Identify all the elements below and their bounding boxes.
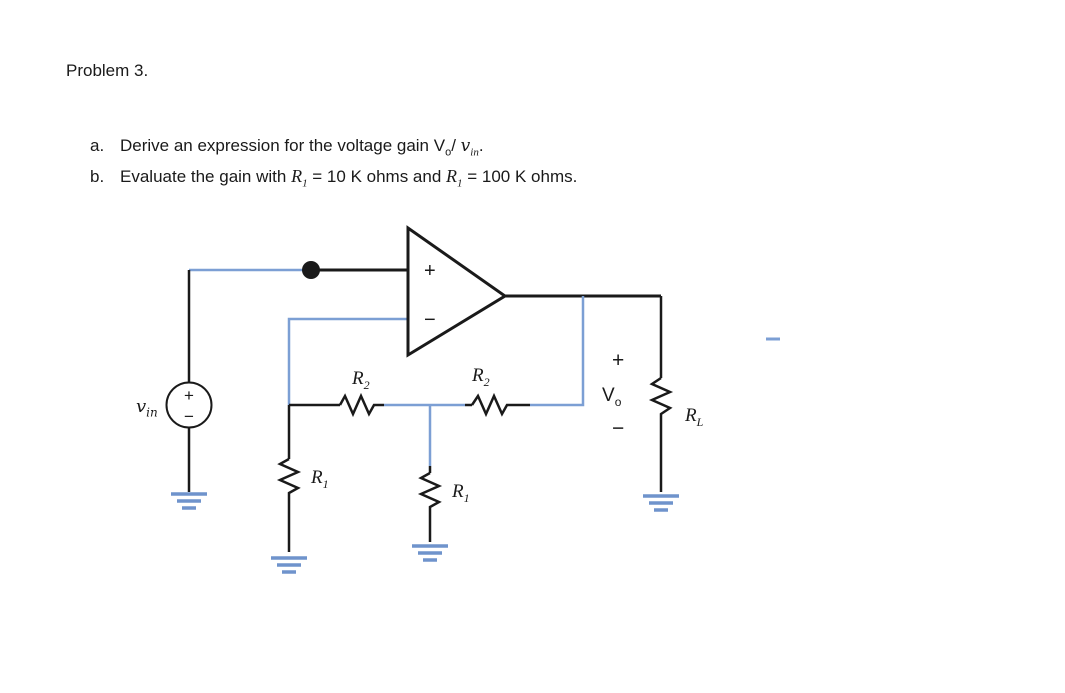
source-label-v: v	[136, 396, 147, 417]
task-b-part3: = 100 K ohms.	[462, 167, 578, 187]
rl-body	[648, 376, 674, 492]
task-b-r2-sub: 1	[457, 177, 463, 190]
page-title: Problem 3.	[66, 61, 149, 80]
r1-mid-body	[417, 471, 443, 542]
label-r2-left-sub: 2	[363, 377, 370, 392]
label-rl-symbol: R	[685, 405, 697, 426]
task-b-part2: = 10 K ohms and	[307, 167, 447, 187]
ground-symbol-source	[171, 492, 207, 510]
label-r2-right-sub: 2	[483, 374, 490, 389]
task-a-text: Derive an expression for the voltage gai…	[120, 134, 484, 164]
output-minus-sign: −	[612, 417, 625, 440]
label-r1-left: R1	[311, 467, 329, 492]
input-branch	[165, 268, 310, 510]
label-r1-left-sub: 1	[322, 476, 329, 491]
task-b-r1-sub: 1	[302, 177, 308, 190]
label-r1-mid-sub: 1	[463, 490, 470, 505]
label-r2-right: R2	[472, 365, 490, 390]
source-plus-sign: +	[184, 386, 194, 405]
source-label-sub: in	[146, 405, 158, 420]
opamp-minus-input-sign: −	[424, 309, 436, 331]
output-label-vo: Vo	[602, 385, 621, 409]
resistor-r2-left	[289, 392, 384, 418]
task-a-sub-o: o	[445, 146, 452, 159]
label-r2-left: R2	[352, 368, 370, 393]
wire-minus-input-to-divider	[287, 317, 408, 405]
output-plus-sign: +	[612, 349, 625, 372]
task-a-marker: a.	[90, 136, 105, 155]
label-rl: RL	[685, 405, 703, 430]
opamp-plus-input-sign: +	[424, 260, 436, 282]
resistor-r1-mid	[412, 466, 448, 562]
task-b-marker: b.	[90, 167, 105, 187]
source-label-vin: vin	[136, 396, 158, 420]
output-label-sub: o	[614, 394, 622, 409]
r2-left-body	[338, 392, 384, 418]
task-list: a. Derive an expression for the voltage …	[90, 134, 870, 196]
task-b-text: Evaluate the gain with R1 = 10 K ohms an…	[120, 164, 577, 195]
task-a-text-before: Derive an expression for the voltage gai…	[120, 136, 446, 155]
task-a-mid: /	[451, 136, 461, 155]
task-item-a: a. Derive an expression for the voltage …	[90, 134, 870, 164]
ground-symbol-load	[643, 494, 679, 512]
source-minus-sign: −	[184, 407, 194, 426]
label-rl-sub: L	[696, 414, 704, 429]
label-r1-left-symbol: R	[311, 467, 323, 488]
task-b-part1: Evaluate the gain with	[120, 167, 292, 187]
label-r1-mid: R1	[452, 481, 470, 506]
resistor-r2-right	[465, 392, 530, 418]
output-label-v: V	[602, 385, 615, 406]
task-item-b: b. Evaluate the gain with R1 = 10 K ohms…	[90, 164, 870, 195]
r1-left-body	[276, 457, 302, 552]
opamp-triangle	[406, 225, 508, 358]
r2-right-body	[470, 392, 530, 418]
opamp	[406, 225, 508, 358]
task-a-text-after: .	[478, 136, 484, 155]
label-r1-mid-symbol: R	[452, 481, 464, 502]
resistor-r1-left	[271, 405, 307, 574]
task-a-sub-in: in	[470, 146, 479, 159]
mid-divider-node	[384, 403, 465, 466]
load-branch	[643, 296, 679, 512]
ground-symbol-r1-mid	[412, 544, 448, 562]
wire-output-feedback	[530, 296, 585, 407]
inverting-input-path	[287, 317, 408, 405]
opamp-output-path	[505, 294, 661, 407]
noninverting-input-path	[302, 261, 408, 279]
label-r2-left-symbol: R	[352, 368, 364, 389]
task-b-r1-symbol: R	[291, 166, 303, 187]
task-a-var-v: v	[460, 136, 471, 156]
label-r2-right-symbol: R	[472, 365, 484, 386]
task-b-r2-symbol: R	[446, 166, 458, 187]
ground-symbol-r1-left	[271, 556, 307, 574]
